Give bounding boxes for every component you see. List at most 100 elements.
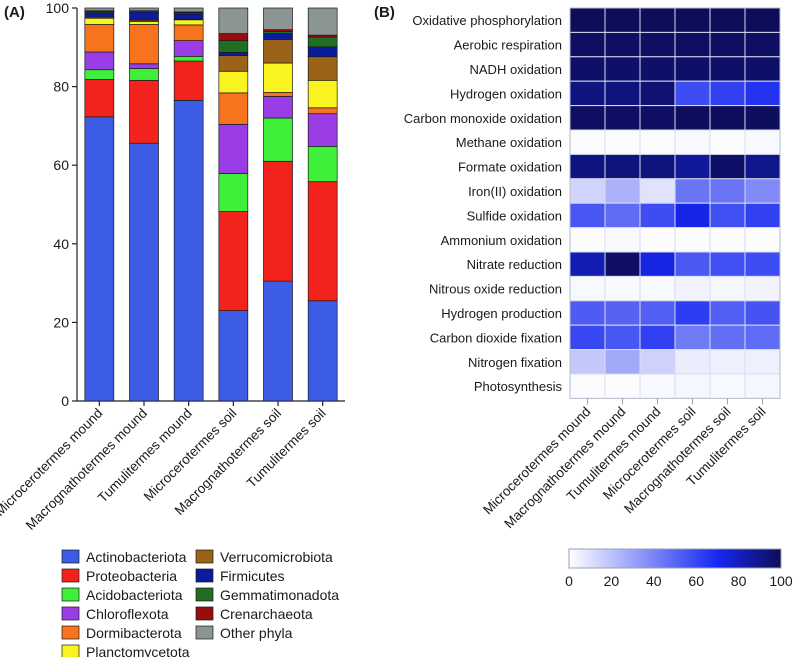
- heatmap-cell: [744, 324, 781, 351]
- bar-segment-firmicutes: [129, 11, 159, 21]
- legend-swatch-crenarchaeota: [195, 606, 214, 621]
- heatmap-cell: [744, 153, 781, 180]
- bar-segment-firmicutes: [263, 33, 293, 40]
- heatmap-cell: [569, 202, 606, 229]
- heatmap-cell: [604, 202, 641, 229]
- heatmap-cell: [744, 251, 781, 277]
- bar-segment-gemmatimonadota: [218, 40, 249, 53]
- bar-segment-planctomycetota: [307, 79, 338, 109]
- y-tick-label: 0: [61, 393, 69, 409]
- heatmap-cell: [639, 202, 676, 229]
- heatmap-cell: [674, 373, 711, 399]
- bar-segment-chloroflexota: [173, 40, 204, 57]
- bar-segment-actinobacteriota: [218, 310, 249, 402]
- legend-swatch-firmicutes: [195, 568, 214, 583]
- heatmap-row-label: Hydrogen production: [441, 306, 562, 321]
- heatmap-cell: [744, 105, 781, 131]
- heatmap-cell: [709, 202, 746, 229]
- bar-segment-other-phyla: [218, 7, 249, 34]
- heatmap-row-label: Photosynthesis: [474, 379, 563, 394]
- legend-label-chloroflexota: Chloroflexota: [86, 606, 169, 622]
- heatmap-cell: [569, 178, 606, 204]
- heatmap-cell: [569, 7, 606, 33]
- legend-swatch-acidobacteriota: [61, 587, 80, 602]
- bar-segment-other-phyla: [307, 7, 338, 36]
- heatmap-row-label: NADH oxidation: [470, 62, 563, 77]
- heatmap-cell: [674, 31, 711, 58]
- heatmap-cell: [674, 56, 711, 82]
- heatmap-cell: [639, 105, 676, 131]
- bar-segment-dormibacterota: [84, 24, 115, 53]
- heatmap-cell: [744, 7, 781, 33]
- heatmap-cell: [604, 31, 641, 58]
- heatmap-row-label: Iron(II) oxidation: [468, 184, 562, 199]
- heatmap-cell: [709, 153, 746, 180]
- colorbar-tick-label: 60: [688, 573, 704, 589]
- heatmap-cell: [604, 56, 641, 82]
- bar-segment-actinobacteriota: [129, 142, 159, 402]
- bar-segment-other-phyla: [129, 7, 159, 12]
- heatmap-cell: [709, 324, 746, 351]
- heatmap-cell: [744, 202, 781, 229]
- bar-segment-actinobacteriota: [173, 100, 204, 402]
- heatmap-cell: [604, 153, 641, 180]
- legend-label-verrucomicrobiota: Verrucomicrobiota: [220, 549, 333, 565]
- heatmap-cell: [604, 349, 641, 375]
- heatmap-cell: [674, 178, 711, 204]
- heatmap-cell: [569, 80, 606, 107]
- bar-segment-proteobacteria: [129, 79, 159, 144]
- heatmap-cell: [639, 7, 676, 33]
- heatmap-row-label: Aerobic respiration: [454, 38, 562, 53]
- heatmap-cell: [639, 31, 676, 58]
- heatmap-cell: [569, 153, 606, 180]
- heatmap-cell: [709, 178, 746, 204]
- bar-segment-acidobacteriota: [307, 145, 338, 183]
- bar-segment-other-phyla: [263, 7, 293, 30]
- heatmap-row-label: Formate oxidation: [458, 160, 562, 175]
- heatmap-row-label: Sulfide oxidation: [467, 208, 562, 223]
- bar-segment-dormibacterota: [307, 107, 338, 115]
- bar-segment-chloroflexota: [263, 96, 293, 119]
- heatmap-cell: [604, 105, 641, 131]
- legend-label-dormibacterota: Dormibacterota: [86, 625, 182, 641]
- bar-segment-planctomycetota: [84, 17, 115, 25]
- heatmap-cell: [639, 373, 676, 399]
- heatmap-cell: [639, 227, 676, 253]
- bar-segment-proteobacteria: [263, 160, 293, 282]
- heatmap-cell: [604, 7, 641, 33]
- heatmap-cell: [639, 153, 676, 180]
- heatmap-cell: [674, 300, 711, 326]
- heatmap-cell: [639, 324, 676, 351]
- legend-label-actinobacteriota: Actinobacteriota: [86, 549, 187, 565]
- heatmap-cell: [604, 178, 641, 204]
- bar-segment-actinobacteriota: [307, 300, 338, 402]
- heatmap-cell: [674, 275, 711, 302]
- heatmap-cell: [604, 324, 641, 351]
- heatmap-cell: [639, 300, 676, 326]
- heatmap-frame: [569, 7, 781, 399]
- heatmap-cell: [674, 7, 711, 33]
- colorbar-tick-label: 20: [604, 573, 620, 589]
- bar-segment-firmicutes: [84, 12, 115, 18]
- heatmap-cell: [674, 105, 711, 131]
- heatmap-cell: [744, 227, 781, 253]
- heatmap-cell: [674, 324, 711, 351]
- bar-segment-acidobacteriota: [218, 173, 249, 212]
- bar-segment-chloroflexota: [129, 63, 159, 69]
- bar-segment-other-phyla: [173, 7, 204, 13]
- heatmap-cell: [744, 275, 781, 302]
- bar-segment-firmicutes: [173, 13, 204, 20]
- heatmap-cell: [569, 251, 606, 277]
- legend-label-crenarchaeota: Crenarchaeota: [220, 606, 313, 622]
- heatmap-cell: [639, 251, 676, 277]
- legend-swatch-planctomycetota: [61, 644, 80, 657]
- y-tick-label: 80: [53, 79, 69, 95]
- x-tick-label: Tumulitermes soil: [244, 406, 329, 491]
- panel-b-label: (B): [374, 4, 395, 21]
- heatmap-cell: [604, 275, 641, 302]
- colorbar-tick-label: 100: [769, 573, 793, 589]
- bar-segment-proteobacteria: [307, 181, 338, 302]
